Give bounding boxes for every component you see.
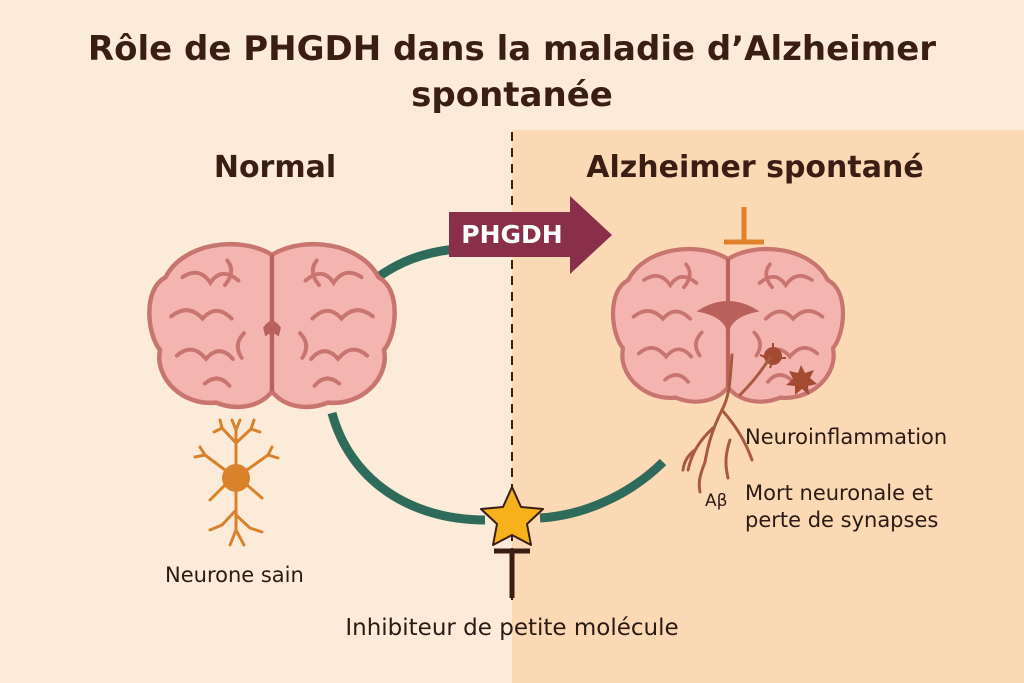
star-icon xyxy=(480,486,544,546)
abeta-label: Aβ xyxy=(705,491,728,511)
phgdh-label: PHGDH xyxy=(461,220,563,249)
cycle-arc-bottom-right xyxy=(539,458,667,523)
title-line-2: spontanée xyxy=(411,75,613,115)
healthy-neuron-soma xyxy=(222,464,250,492)
title-line-1: Rôle de PHGDH dans la maladie d’Alzheime… xyxy=(87,29,937,69)
healthy-neuron-label: Neurone sain xyxy=(165,563,304,587)
inhibitor-mark xyxy=(494,548,530,598)
healthy-neuron xyxy=(193,418,280,547)
neuronal-death-line-1: Mort neuronale et xyxy=(745,481,933,505)
phgdh-arrow xyxy=(449,196,612,274)
alzheimer-brain xyxy=(613,249,843,402)
neuronal-death-label: Mort neuronale et perte de synapses xyxy=(745,480,938,534)
neuroinflammation-label: Neuroinflammation xyxy=(745,425,948,449)
section-heading-normal: Normal xyxy=(213,150,337,185)
cycle-arc-bottom-left xyxy=(327,411,486,525)
page-title: Rôle de PHGDH dans la maladie d’Alzheime… xyxy=(0,26,1024,118)
normal-brain xyxy=(149,244,394,407)
inhibition-mark-top xyxy=(724,207,764,245)
section-heading-alzheimer: Alzheimer spontané xyxy=(586,150,924,185)
inhibitor-label: Inhibiteur de petite molécule xyxy=(345,615,679,641)
neuronal-death-line-2: perte de synapses xyxy=(745,508,939,532)
degenerating-neuron xyxy=(681,353,772,494)
